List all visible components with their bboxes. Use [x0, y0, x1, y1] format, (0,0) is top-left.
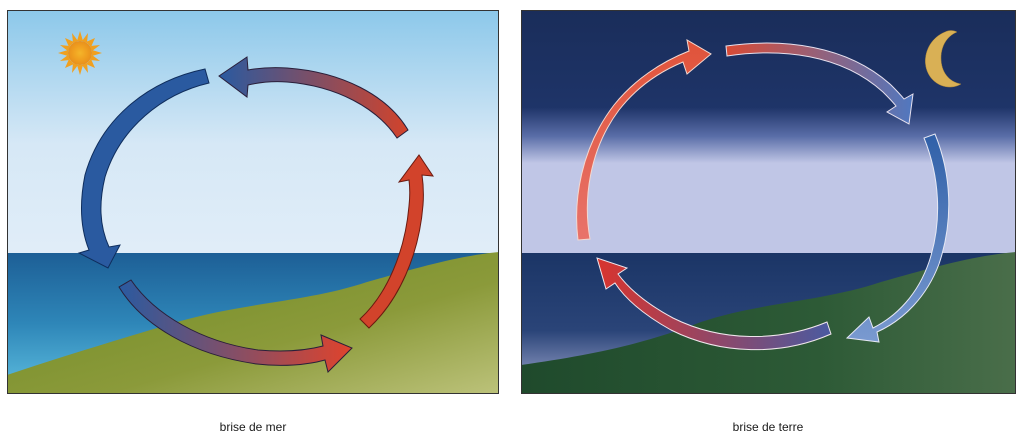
sun-icon: [58, 31, 102, 75]
sea-breeze-diagram: [7, 10, 499, 394]
arrow-down-over-sea: [77, 68, 210, 269]
land-breeze-panel: [521, 10, 1016, 394]
sea-breeze-panel: [7, 10, 499, 394]
land: [7, 252, 499, 394]
land-breeze-caption: brise de terre: [732, 420, 804, 434]
arrow-along-surface: [118, 279, 353, 373]
land-breeze-diagram: [521, 10, 1016, 394]
land: [521, 252, 1016, 394]
sea-breeze-caption: brise de mer: [219, 420, 287, 434]
arrow-return-aloft: [218, 56, 409, 139]
moon-icon: [925, 30, 962, 88]
arrow-up-over-sea: [576, 39, 712, 241]
arrow-up-over-land: [359, 154, 434, 329]
arrow-return-aloft: [725, 42, 914, 125]
arrow-along-surface: [596, 257, 832, 351]
arrow-down-over-land: [845, 133, 950, 343]
